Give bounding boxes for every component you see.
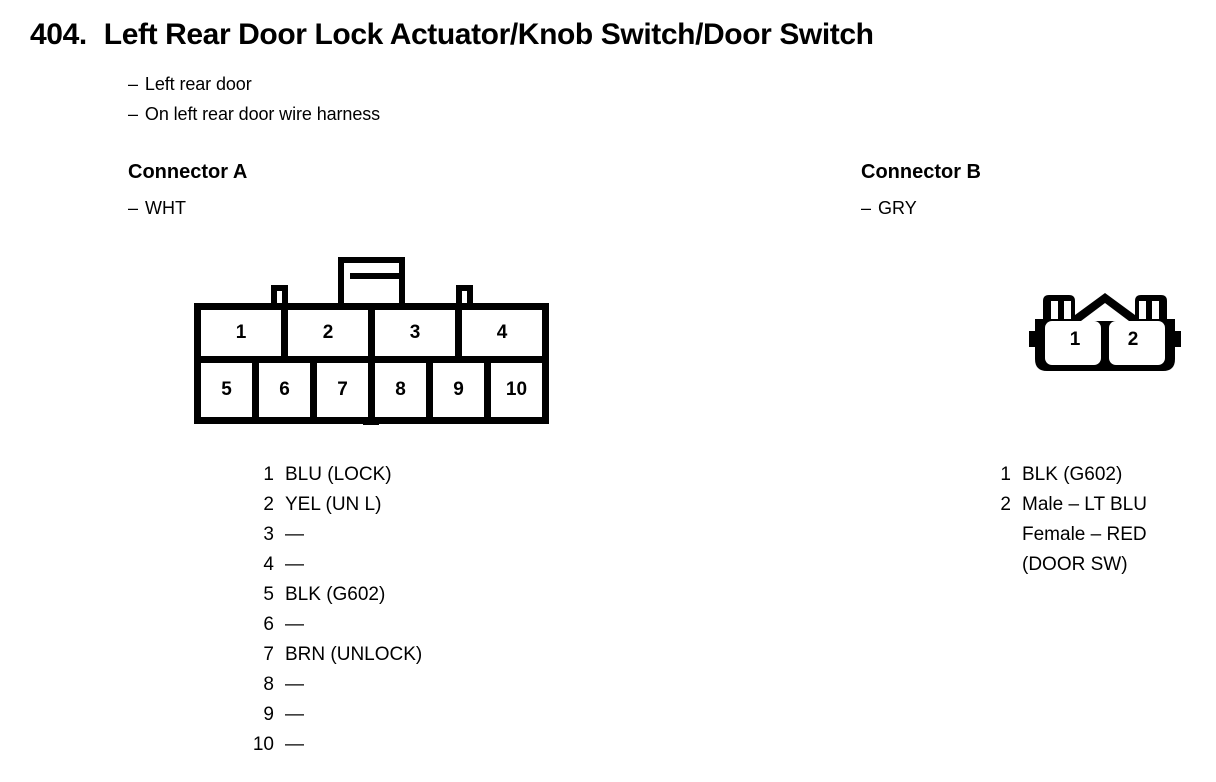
connector-b-keyway-chevron (1081, 303, 1129, 321)
note-dash-icon: – (128, 74, 138, 94)
connector-b-cell-2-cutout (1109, 321, 1165, 365)
pin-row: 10 — (248, 734, 422, 764)
pin-number: 6 (263, 614, 274, 635)
connector-a-color: –WHT (128, 198, 186, 219)
pin-value: — (285, 554, 304, 575)
connector-b-cell-1-cutout (1045, 321, 1101, 365)
pin-value: — (285, 734, 304, 755)
pin-value: BLU (LOCK) (285, 464, 392, 485)
connector-a-cell-4: 4 (455, 310, 542, 356)
pin-value: Female – RED (1022, 524, 1147, 545)
note-line-1: –Left rear door (128, 74, 252, 95)
pin-row: 5 BLK (G602) (248, 584, 422, 614)
pin-number: 5 (263, 584, 274, 605)
pin-row: 3— (248, 524, 422, 554)
connector-a-cell-9: 9 (426, 363, 484, 417)
pin-row-continuation: Female – RED (985, 524, 1147, 554)
connector-a-cell-5: 5 (201, 363, 252, 417)
connector-b-color-text: GRY (878, 198, 917, 218)
color-dash-icon: – (128, 198, 139, 218)
connector-b-right-tab-slot-2 (1152, 301, 1159, 319)
connector-a-cell-6: 6 (252, 363, 310, 417)
pin-row: 2 YEL (UN L) (248, 494, 422, 524)
connector-a-cell-10: 10 (484, 363, 542, 417)
connector-b-right-tab-slot (1139, 301, 1146, 319)
pin-value: BRN (UNLOCK) (285, 644, 423, 665)
connector-b-heading: Connector B (861, 161, 981, 183)
connector-a-heading: Connector A (128, 161, 248, 183)
connector-a-color-text: WHT (145, 198, 186, 218)
connector-a-latch-slot (350, 273, 405, 279)
connector-a-bottom-row: 5 6 7 8 9 10 (201, 363, 542, 417)
title-text: Left Rear Door Lock Actuator/Knob Switch… (103, 18, 874, 51)
pin-row-continuation: (DOOR SW) (985, 554, 1147, 584)
connector-b-color: –GRY (861, 198, 917, 219)
pin-number: 8 (263, 674, 274, 695)
connector-a-cell-2: 2 (281, 310, 368, 356)
connector-a-cell-3: 3 (368, 310, 455, 356)
pin-number: 9 (263, 704, 274, 725)
pin-number: 1 (1000, 464, 1011, 485)
pin-value: (DOOR SW) (1022, 554, 1128, 575)
pin-value: BLK (G602) (285, 584, 386, 605)
note-text-2: On left rear door wire harness (144, 104, 381, 124)
note-line-2: –On left rear door wire harness (128, 104, 380, 125)
pin-number: 3 (263, 524, 274, 545)
connector-b-diagram: 1 2 (1029, 291, 1181, 383)
connector-b-cell-2: 2 (1127, 329, 1139, 350)
connector-b-left-tab-slot-2 (1064, 301, 1071, 319)
pin-value: — (285, 614, 304, 635)
pin-row: 6— (248, 614, 422, 644)
pin-row: 2 Male – LT BLU (985, 494, 1147, 524)
connector-a-center-latch-tab (338, 257, 405, 306)
pin-number: 1 (263, 464, 274, 485)
pin-row: 9— (248, 704, 422, 734)
pin-value: BLK (G602) (1022, 464, 1123, 485)
pin-row: 4— (248, 554, 422, 584)
pin-number: 2 (263, 494, 274, 515)
pin-value: — (285, 704, 304, 725)
pin-number: 7 (263, 644, 274, 665)
pin-row: 8— (248, 674, 422, 704)
pin-number: 2 (1000, 494, 1011, 515)
page-title: 404. Left Rear Door Lock Actuator/Knob S… (30, 18, 874, 52)
connector-a-diagram: 1 2 3 4 5 6 7 8 9 10 (194, 303, 549, 424)
note-dash-icon: – (128, 104, 138, 124)
pin-value: Male – LT BLU (1022, 494, 1147, 515)
pin-value: — (285, 524, 304, 545)
pin-value: — (285, 674, 304, 695)
pin-number: 10 (252, 734, 274, 755)
connector-a-cell-7: 7 (310, 363, 368, 417)
connector-a-cell-8: 8 (368, 363, 426, 417)
connector-b-left-tab-slot (1051, 301, 1058, 319)
connector-b-cell-1: 1 (1069, 329, 1081, 350)
pin-row: 7 BRN (UNLOCK) (248, 644, 422, 674)
note-text-1: Left rear door (144, 74, 252, 94)
title-number: 404. (30, 18, 87, 51)
pin-row: 1 BLU (LOCK) (248, 464, 422, 494)
connector-a-left-tab (271, 285, 288, 306)
color-dash-icon: – (861, 198, 872, 218)
pin-number: 4 (263, 554, 274, 575)
connector-a-right-tab (456, 285, 473, 306)
pin-row: 1 BLK (G602) (985, 464, 1147, 494)
pin-value: YEL (UN L) (285, 494, 382, 515)
connector-a-cell-1: 1 (201, 310, 281, 356)
connector-a-top-row: 1 2 3 4 (201, 310, 542, 363)
connector-b-shape-icon (1029, 293, 1181, 371)
